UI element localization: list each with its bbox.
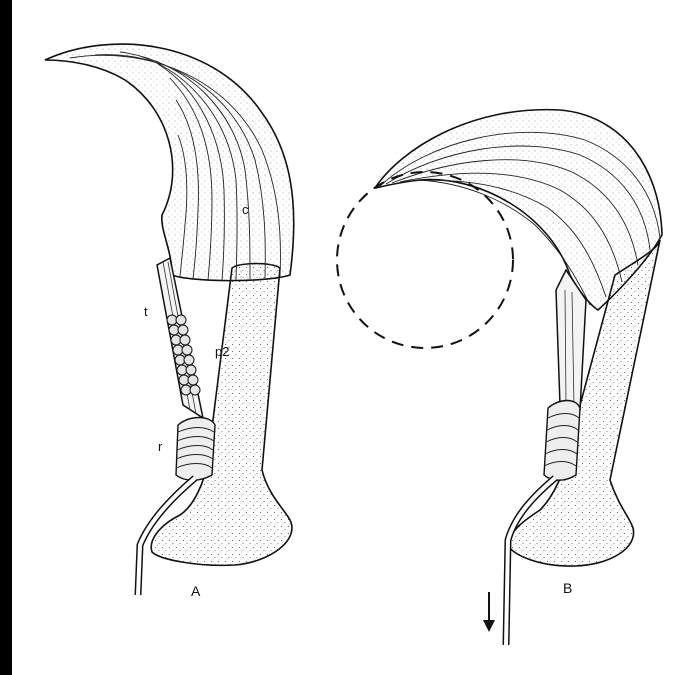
label-phalanx: p2 — [215, 345, 229, 358]
claw-a — [45, 44, 294, 281]
pull-arrow-icon — [483, 592, 495, 632]
panel-label-a: A — [191, 584, 200, 598]
label-ring: r — [158, 440, 162, 453]
label-claw: c — [242, 203, 249, 216]
ring-binding-a — [176, 418, 215, 481]
claw-b — [375, 110, 662, 310]
panel-a-drawing — [45, 44, 294, 595]
panel-b-drawing — [337, 110, 662, 645]
panel-label-b: B — [563, 581, 572, 595]
dashed-circle-outline — [337, 172, 513, 348]
label-tendon: t — [144, 305, 148, 318]
